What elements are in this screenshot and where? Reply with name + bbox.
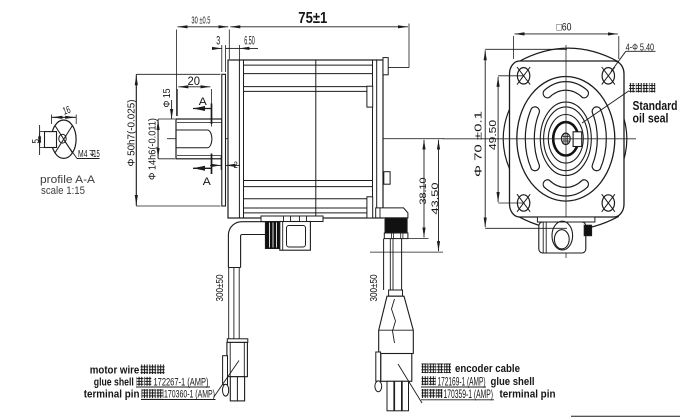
svg-text:4-Φ 5.40: 4-Φ 5.40	[626, 42, 655, 54]
svg-text:profile A-A: profile A-A	[40, 174, 96, 186]
svg-text:2: 2	[234, 160, 238, 171]
svg-text:170360-1 (AMP): 170360-1 (AMP)	[164, 389, 215, 401]
svg-text:172169-1 (AMP): 172169-1 (AMP)	[438, 375, 486, 389]
svg-text:glue shell: glue shell	[94, 376, 134, 388]
svg-text:38.10: 38.10	[418, 178, 429, 205]
svg-text:15: 15	[93, 149, 100, 160]
svg-text:3: 3	[216, 33, 220, 47]
svg-text:16: 16	[61, 104, 72, 118]
svg-text:motor wire: motor wire	[90, 365, 140, 377]
svg-text:49.50: 49.50	[488, 119, 499, 150]
svg-text:Standard: Standard	[633, 98, 678, 113]
svg-text:Φ 50h7(-0.025): Φ 50h7(-0.025)	[126, 100, 137, 167]
svg-text:300±50: 300±50	[369, 274, 380, 301]
svg-text:Φ 15: Φ 15	[162, 88, 173, 107]
svg-text:Φ 70 ±0.1: Φ 70 ±0.1	[474, 110, 485, 177]
svg-text:□60: □60	[557, 21, 572, 33]
svg-text:encoder cable: encoder cable	[455, 363, 520, 375]
svg-text:A: A	[203, 176, 212, 188]
svg-text:terminal pin: terminal pin	[500, 389, 556, 401]
svg-text:5: 5	[31, 139, 42, 144]
svg-text:oil seal: oil seal	[633, 111, 669, 126]
svg-text:M4: M4	[78, 149, 88, 160]
svg-text:300±50: 300±50	[215, 274, 226, 301]
svg-text:30 ±0.5: 30 ±0.5	[191, 15, 210, 27]
svg-text:170359-1 (AMP): 170359-1 (AMP)	[444, 387, 494, 401]
svg-text:A: A	[199, 96, 208, 108]
svg-text:172267-1 (AMP): 172267-1 (AMP)	[154, 376, 209, 388]
svg-text:glue shell: glue shell	[491, 376, 535, 388]
svg-text:Φ 14h6(-0.011): Φ 14h6(-0.011)	[147, 118, 158, 180]
svg-text:75±1: 75±1	[298, 10, 327, 27]
svg-text:scale 1:15: scale 1:15	[41, 185, 85, 197]
svg-text:terminal pin: terminal pin	[84, 389, 140, 401]
svg-text:20: 20	[188, 74, 201, 88]
svg-text:43.50: 43.50	[430, 183, 441, 215]
svg-text:6.50: 6.50	[244, 33, 255, 47]
